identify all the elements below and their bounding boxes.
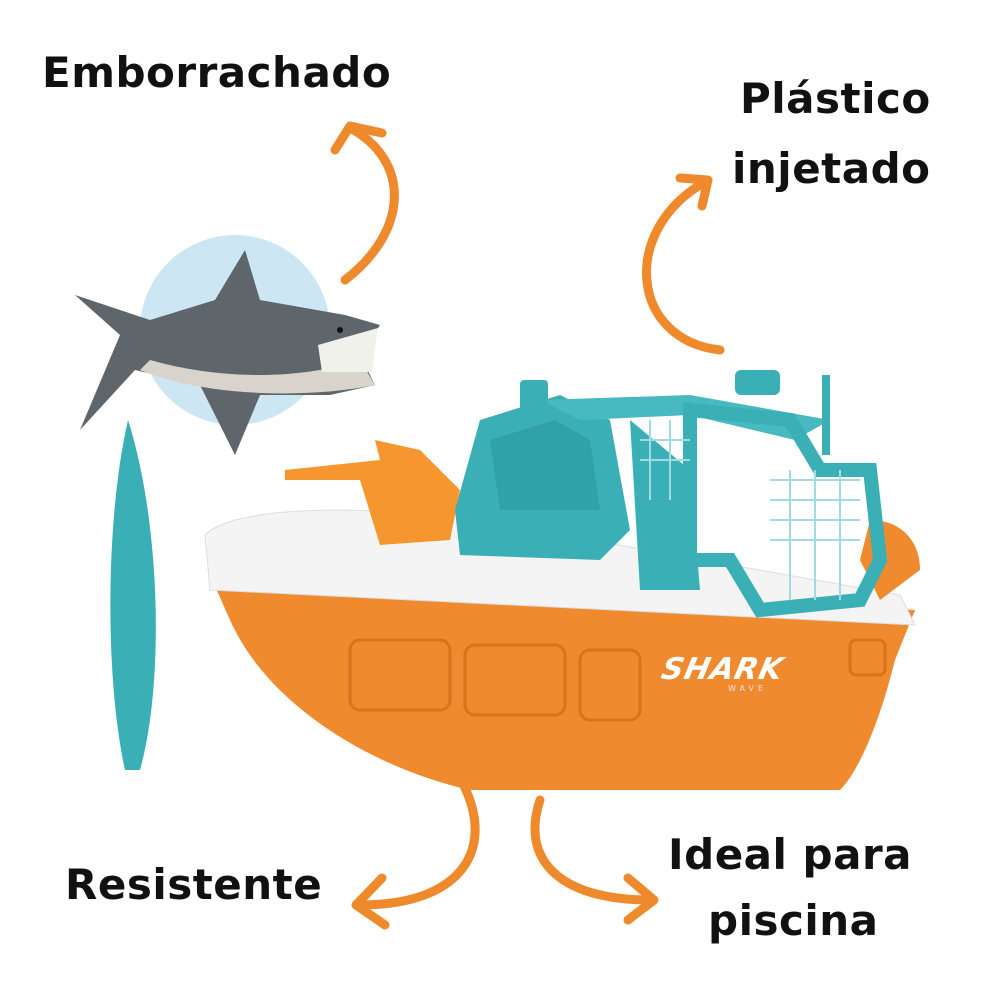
surfboard — [110, 420, 156, 770]
arrow-plastico — [642, 173, 725, 355]
boat-logo-sub: WAVE — [728, 684, 767, 693]
shark-figure — [75, 250, 380, 455]
label-resistente: Resistente — [65, 860, 323, 909]
label-ideal-para: Ideal para — [668, 830, 912, 879]
boat-figure — [204, 370, 920, 790]
label-emborrachado: Emborrachado — [42, 48, 392, 97]
boat-logo: SHARK — [658, 652, 788, 687]
arrow-resistente — [351, 765, 480, 930]
label-injetado: injetado — [732, 144, 931, 193]
label-plastico: Plástico — [740, 74, 931, 123]
label-piscina: piscina — [708, 896, 879, 945]
arrow-piscina — [530, 795, 659, 925]
arrow-emborrachado — [330, 121, 399, 285]
